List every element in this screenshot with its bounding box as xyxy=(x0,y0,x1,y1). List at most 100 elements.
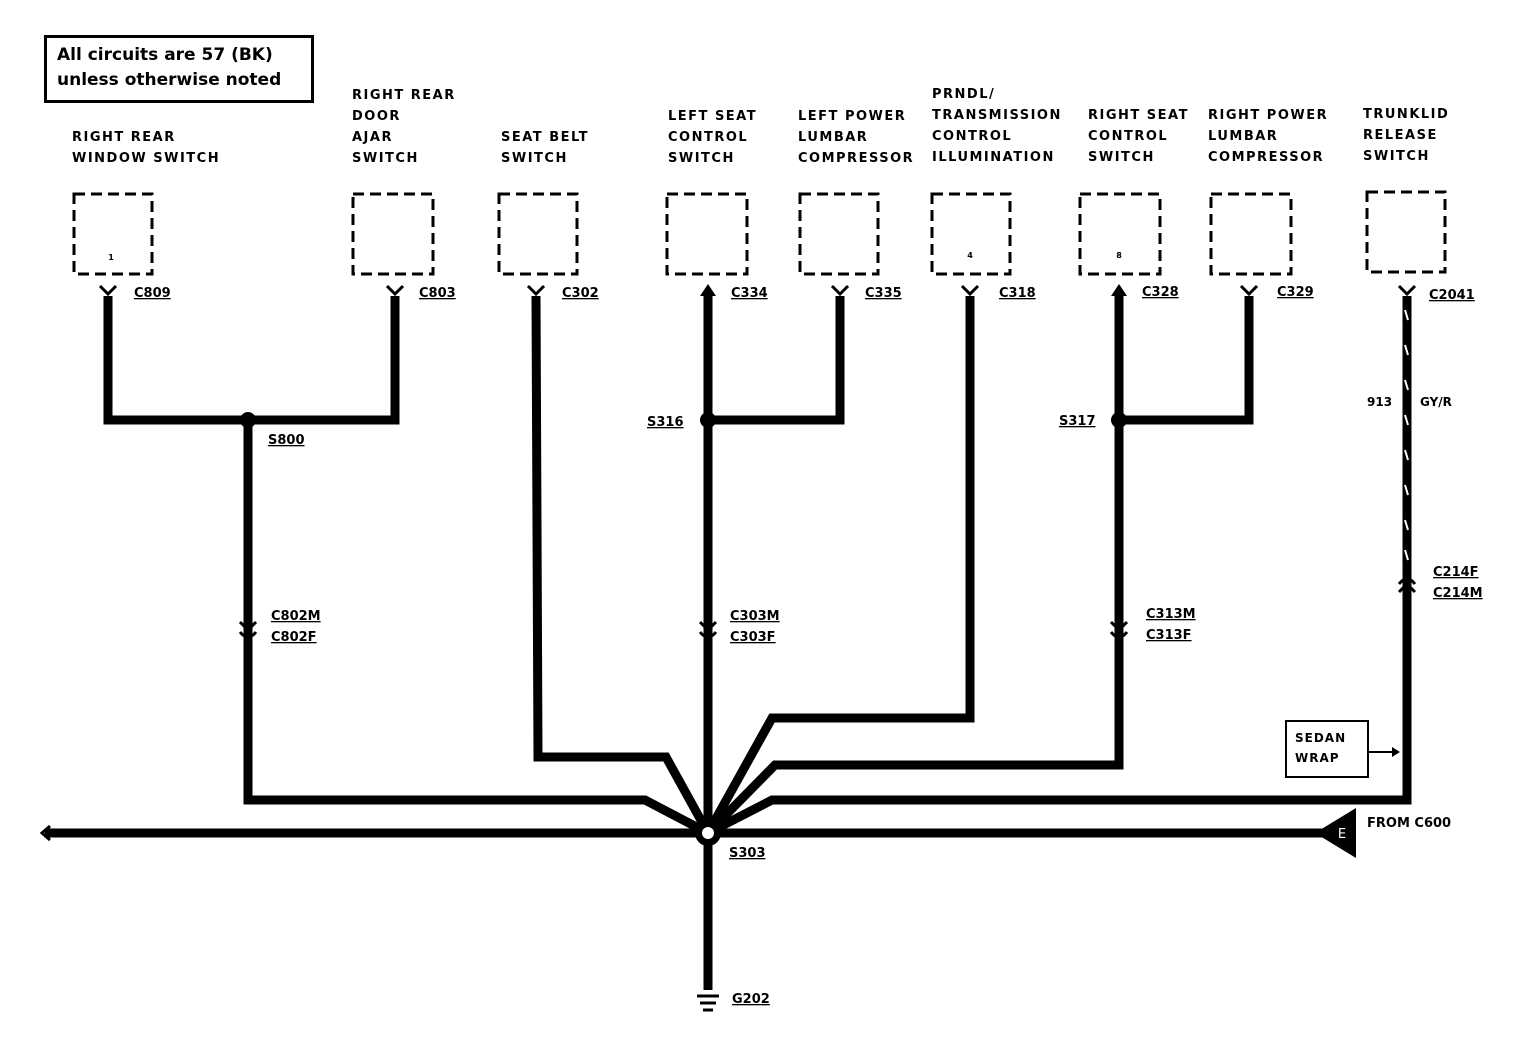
wire-c318 xyxy=(704,296,975,836)
component-box-right-rear-door-ajar-switch xyxy=(351,192,435,276)
wire-c2041 xyxy=(705,296,1412,837)
inline-label-c313m: C313M xyxy=(1146,607,1196,622)
from-arrow-triangle xyxy=(1315,808,1356,858)
connector-label-c318: C318 xyxy=(999,286,1036,301)
label-trunklid-3: SWITCH xyxy=(1363,149,1430,164)
label-right-lumbar-2: LUMBAR xyxy=(1208,129,1278,144)
label-right-lumbar-1: RIGHT POWER xyxy=(1208,108,1328,123)
component-box-left-power-lumbar-compressor xyxy=(798,192,880,276)
label-left-seat-1: LEFT SEAT xyxy=(668,109,757,124)
female-terminal-c809 xyxy=(98,284,118,297)
wire-s800-to-s303 xyxy=(243,420,711,837)
component-box-seat-belt-switch xyxy=(497,192,579,276)
connector-label-c302: C302 xyxy=(562,286,599,301)
splice-label-s303: S303 xyxy=(729,846,766,861)
label-right-seat-3: SWITCH xyxy=(1088,150,1155,165)
circuit-number-913: 913 xyxy=(1367,395,1392,409)
component-box-prndl-illumination xyxy=(930,192,1012,276)
pin-number-c318: 4 xyxy=(967,251,973,260)
stripe-mark xyxy=(1404,379,1409,391)
female-terminal-c803 xyxy=(385,284,405,297)
splice-label-s316: S316 xyxy=(647,415,684,430)
circuit-note-line2: unless otherwise noted xyxy=(57,70,282,90)
circuit-note-line1: All circuits are 57 (BK) xyxy=(57,45,273,65)
component-box-trunklid-release-switch xyxy=(1365,190,1447,274)
inline-label-c214m: C214M xyxy=(1433,586,1483,601)
component-box-right-seat-control-switch xyxy=(1078,192,1162,276)
splice-dot-s303-center xyxy=(702,827,714,839)
wire-color-gy-r: GY/R xyxy=(1420,395,1452,409)
component-box-right-rear-window-switch xyxy=(72,192,154,276)
stripe-mark xyxy=(1404,344,1409,356)
splice-dot-s316 xyxy=(700,412,716,428)
label-seat-belt-1: SEAT BELT xyxy=(501,130,589,145)
splice-label-s317: S317 xyxy=(1059,414,1096,429)
inline-label-c214f: C214F xyxy=(1433,565,1479,580)
pin-number-c328: 8 xyxy=(1116,251,1122,260)
inline-connector-c313 xyxy=(1109,620,1129,639)
male-terminal-c334 xyxy=(700,284,716,296)
stripe-mark xyxy=(1404,309,1409,321)
pin-number-c809: 1 xyxy=(108,253,114,262)
splice-dot-s800 xyxy=(240,412,256,428)
sedan-wrap-arrowhead xyxy=(1392,747,1400,757)
circuit-note-box: All circuits are 57 (BK) unless otherwis… xyxy=(44,35,314,103)
label-left-lumbar-2: LUMBAR xyxy=(798,130,868,145)
wire-c335 xyxy=(708,296,845,425)
inline-connector-c214 xyxy=(1397,577,1417,594)
from-arrow-letter: E xyxy=(1338,827,1346,842)
female-terminal-c335 xyxy=(830,284,850,297)
splice-dot-s317 xyxy=(1111,412,1127,428)
label-left-lumbar-3: COMPRESSOR xyxy=(798,151,914,166)
wire-c809 xyxy=(103,296,248,425)
label-prndl-2: TRANSMISSION xyxy=(932,108,1062,123)
female-terminal-c302 xyxy=(526,284,546,297)
label-trunklid-1: TRUNKLID xyxy=(1363,107,1449,122)
label-right-lumbar-3: COMPRESSOR xyxy=(1208,150,1324,165)
connector-label-c328: C328 xyxy=(1142,285,1179,300)
wire-c329 xyxy=(1119,296,1254,425)
label-right-rear-door-2: DOOR xyxy=(352,109,401,124)
inline-label-c303m: C303M xyxy=(730,609,780,624)
label-trunklid-2: RELEASE xyxy=(1363,128,1438,143)
ground-label: G202 xyxy=(732,992,770,1007)
label-right-rear-door-3: AJAR xyxy=(352,130,393,145)
label-right-seat-2: CONTROL xyxy=(1088,129,1168,144)
inline-label-c303f: C303F xyxy=(730,630,776,645)
stripe-mark xyxy=(1404,519,1409,531)
inline-connector-c303 xyxy=(698,620,718,639)
stripe-mark xyxy=(1404,449,1409,461)
wire-c328 xyxy=(704,292,1124,837)
label-right-seat-1: RIGHT SEAT xyxy=(1088,108,1189,123)
female-terminal-c2041 xyxy=(1397,284,1417,297)
sedan-wrap-box: SEDAN WRAP xyxy=(1285,720,1369,778)
label-prndl-4: ILLUMINATION xyxy=(932,150,1055,165)
sedan-wrap-line1: SEDAN xyxy=(1295,731,1347,745)
stripe-mark xyxy=(1404,549,1409,561)
inline-label-c802m: C802M xyxy=(271,609,321,624)
inline-label-c313f: C313F xyxy=(1146,628,1192,643)
inline-connector-c802 xyxy=(238,620,258,639)
from-label: FROM C600 xyxy=(1367,816,1451,831)
inline-label-c802f: C802F xyxy=(271,630,317,645)
sedan-wrap-line2: WRAP xyxy=(1295,751,1340,765)
label-right-rear-window-switch-2: WINDOW SWITCH xyxy=(72,151,220,166)
label-right-rear-door-1: RIGHT REAR xyxy=(352,88,456,103)
splice-label-s800: S800 xyxy=(268,433,305,448)
label-prndl-1: PRNDL/ xyxy=(932,87,995,102)
female-terminal-c318 xyxy=(960,284,980,297)
connector-label-c809: C809 xyxy=(134,286,171,301)
label-left-seat-3: SWITCH xyxy=(668,151,735,166)
label-right-rear-window-switch-1: RIGHT REAR xyxy=(72,130,176,145)
label-prndl-3: CONTROL xyxy=(932,129,1012,144)
stripe-mark xyxy=(1404,484,1409,496)
wire-end-left xyxy=(39,824,51,842)
connector-label-c2041: C2041 xyxy=(1429,288,1475,303)
wire-c803 xyxy=(248,296,400,425)
wire-c302 xyxy=(531,295,712,836)
component-box-left-seat-control-switch xyxy=(665,192,749,276)
female-terminal-c329 xyxy=(1239,284,1259,297)
connector-label-c803: C803 xyxy=(419,286,456,301)
